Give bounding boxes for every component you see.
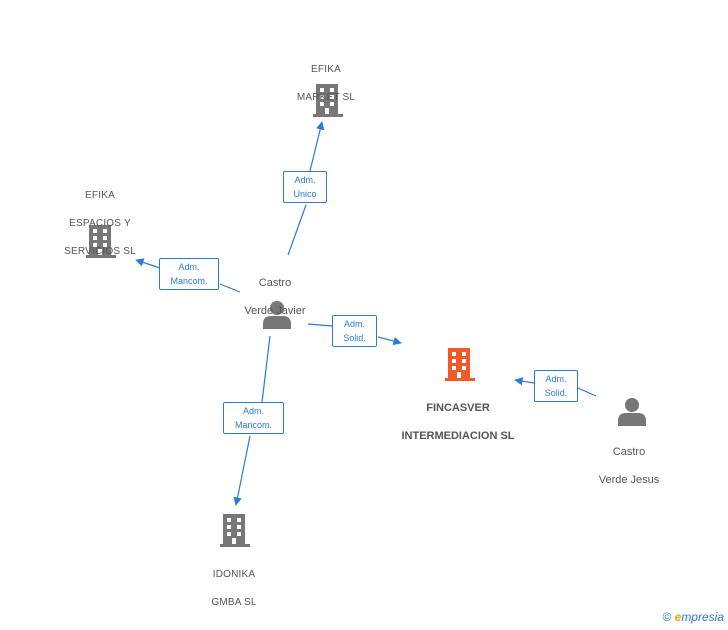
- edge-label-adm-mancom-idonika[interactable]: Adm. Mancom.: [223, 402, 284, 434]
- edge-label-adm-mancom-espacios[interactable]: Adm. Mancom.: [159, 258, 219, 290]
- copyright-icon: ©: [662, 610, 672, 624]
- person-icon[interactable]: [263, 301, 291, 329]
- edge-javier-to-market-head: [309, 121, 325, 172]
- building-icon-focus[interactable]: [445, 348, 475, 381]
- edge-label-adm-solid-javier[interactable]: Adm. Solid.: [332, 315, 377, 347]
- label-line: Castro: [258, 277, 292, 289]
- person-icon[interactable]: [618, 398, 646, 426]
- building-icon[interactable]: [313, 84, 343, 117]
- edge-label-line: Solid.: [343, 333, 366, 343]
- edge-label-line: Solid.: [544, 388, 568, 398]
- node-label-castro-jesus: Castro Verde Jesus: [586, 431, 672, 501]
- label-line: IDONIKA: [212, 569, 256, 580]
- node-label-idonika: IDONIKA GMBA SL: [192, 554, 276, 624]
- edge-label-line: Mancom.: [234, 420, 272, 430]
- edge-javier-to-market: [287, 204, 307, 256]
- label-line: EFIKA: [85, 190, 115, 201]
- edge-label-line: Adm.: [178, 262, 200, 272]
- label-line: ESPACIOS Y: [69, 218, 131, 229]
- node-label-castro-javier: Castro Verde Javier: [232, 262, 318, 332]
- building-icon[interactable]: [220, 514, 250, 547]
- brand-logo-e: e: [674, 610, 682, 624]
- edge-javier-to-idonika: [261, 335, 271, 403]
- label-line: Verde Javier: [244, 305, 306, 317]
- node-label-efika-espacios: EFIKA ESPACIOS Y SERVICIOS SL: [50, 175, 150, 273]
- edge-label-line: Unico: [293, 189, 317, 199]
- edge-label-adm-solid-jesus[interactable]: Adm. Solid.: [534, 370, 578, 402]
- edge-label-line: Adm.: [343, 319, 365, 329]
- label-line: Verde Jesus: [598, 474, 660, 486]
- node-label-efika-market: EFIKA MARKET SL: [280, 49, 372, 119]
- label-line: FINCASVER: [426, 402, 490, 414]
- edge-javier-to-espacios-head: [135, 258, 161, 269]
- edge-label-line: Adm.: [294, 175, 316, 185]
- edge-label-adm-unico[interactable]: Adm. Unico: [283, 171, 327, 203]
- edge-label-line: Adm.: [242, 406, 264, 416]
- edge-javier-to-idonika-head: [233, 435, 251, 506]
- brand-logo-text: mpresia: [681, 610, 724, 624]
- label-line: MARKET SL: [296, 92, 356, 103]
- edge-javier-to-fincasver: [307, 323, 333, 327]
- edge-javier-to-fincasver-head: [377, 336, 402, 346]
- label-line: EFIKA: [311, 64, 341, 75]
- label-line: SERVICIOS SL: [64, 246, 136, 257]
- edge-javier-to-espacios: [219, 283, 241, 293]
- node-label-fincasver: FINCASVER INTERMEDIACION SL: [392, 387, 524, 457]
- brand-footer[interactable]: © empresia: [662, 610, 724, 624]
- label-line: INTERMEDIACION SL: [401, 430, 515, 442]
- edge-jesus-to-fincasver-head: [514, 377, 535, 386]
- label-line: Castro: [612, 446, 646, 458]
- label-line: GMBA SL: [211, 597, 257, 608]
- edge-label-line: Adm.: [545, 374, 567, 384]
- edge-jesus-to-fincasver: [577, 387, 597, 397]
- edge-label-line: Mancom.: [170, 276, 208, 286]
- building-icon[interactable]: [86, 225, 116, 258]
